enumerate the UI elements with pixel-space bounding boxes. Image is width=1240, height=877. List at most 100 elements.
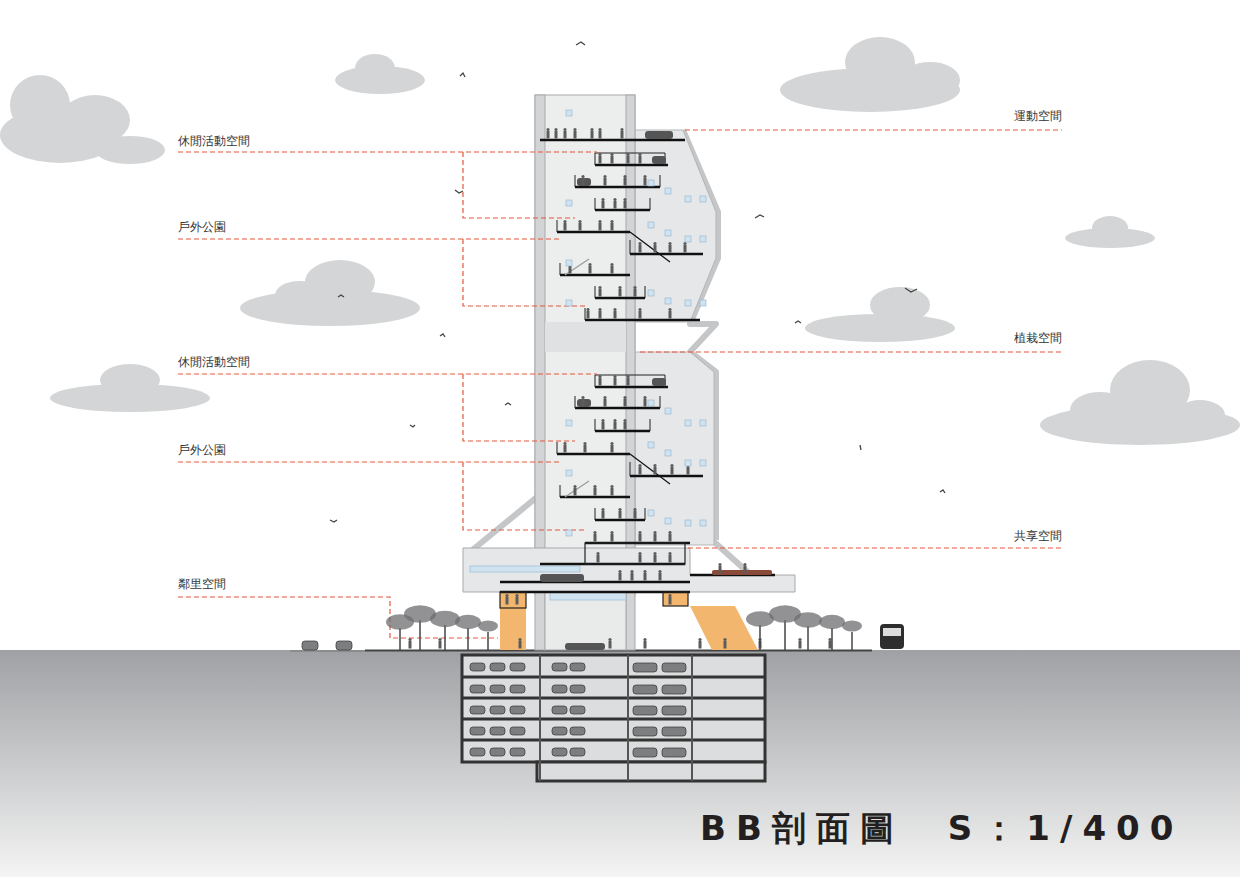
- window: [665, 230, 671, 236]
- person-head: [608, 638, 611, 641]
- person-head: [603, 175, 606, 178]
- person: [638, 153, 641, 164]
- person-head: [623, 396, 626, 399]
- window: [685, 420, 691, 426]
- person-body: [516, 597, 519, 605]
- person: [613, 375, 616, 386]
- lobby: [545, 592, 626, 650]
- leader-line: [178, 373, 597, 374]
- window: [685, 236, 691, 242]
- person-body: [669, 555, 672, 563]
- person-head: [408, 638, 411, 641]
- window: [700, 236, 706, 242]
- person: [670, 464, 673, 475]
- bird: [940, 490, 945, 493]
- person-head: [658, 570, 661, 573]
- person-body: [614, 378, 617, 386]
- car: [633, 663, 657, 672]
- person: [623, 419, 626, 430]
- window: [685, 520, 691, 526]
- person-body: [654, 245, 657, 253]
- slab: [462, 697, 765, 700]
- person-body: [627, 156, 630, 164]
- person-body: [602, 201, 605, 209]
- cloud: [780, 37, 960, 112]
- person-body: [699, 641, 702, 649]
- tree-crown: [478, 621, 498, 632]
- slab: [500, 581, 690, 584]
- window: [566, 200, 572, 206]
- planters: [540, 131, 772, 650]
- person-body: [506, 597, 509, 605]
- person-body: [582, 399, 585, 407]
- tree-crown: [842, 621, 862, 632]
- tree-crown: [430, 611, 460, 628]
- person-head: [610, 220, 613, 223]
- car: [490, 685, 505, 693]
- person: [598, 220, 601, 231]
- car: [662, 748, 686, 757]
- tree-trunk: [487, 632, 489, 650]
- person-body: [644, 399, 647, 407]
- stair: [630, 232, 670, 262]
- stair-core: [663, 592, 688, 606]
- tree-crown: [455, 615, 481, 629]
- leader-line: [685, 129, 1062, 130]
- person: [653, 464, 656, 475]
- car: [510, 685, 525, 693]
- person-head: [743, 563, 746, 566]
- slab: [595, 430, 650, 433]
- tree-crown: [794, 612, 822, 627]
- cores: [500, 543, 688, 608]
- person-body: [584, 445, 587, 453]
- person: [581, 175, 584, 186]
- person-body: [799, 641, 802, 649]
- person-body: [654, 534, 657, 542]
- person: [643, 570, 646, 581]
- person-body: [582, 178, 585, 186]
- person-body: [614, 311, 617, 319]
- person-body: [439, 641, 442, 649]
- person: [633, 508, 636, 519]
- leader-line: [178, 238, 560, 239]
- person: [588, 263, 591, 274]
- person-head: [613, 308, 616, 311]
- person: [590, 128, 593, 139]
- tree-trunk: [807, 626, 809, 650]
- person: [593, 485, 596, 496]
- people: [408, 128, 831, 649]
- person: [623, 175, 626, 186]
- stair-core: [500, 592, 526, 650]
- car: [302, 641, 318, 650]
- person-body: [594, 534, 597, 542]
- person: [610, 485, 613, 496]
- person-body: [634, 511, 637, 519]
- slab: [557, 453, 630, 456]
- window: [566, 420, 572, 426]
- person-head: [563, 442, 566, 445]
- person: [563, 442, 566, 453]
- person-head: [590, 128, 593, 131]
- planter: [652, 378, 666, 386]
- person-body: [654, 555, 657, 563]
- window: [700, 196, 706, 202]
- person-body: [599, 311, 602, 319]
- window: [700, 420, 706, 426]
- person: [603, 396, 606, 407]
- tower-wing: [630, 130, 716, 322]
- person-head: [610, 531, 613, 534]
- person-head: [633, 508, 636, 511]
- window: [648, 510, 654, 516]
- wall: [557, 375, 665, 520]
- leader-line: [463, 462, 585, 530]
- cloud: [1065, 216, 1155, 248]
- space-label: 運動空間: [1014, 109, 1062, 124]
- person-head: [643, 638, 646, 641]
- person-head: [626, 153, 629, 156]
- person-head: [573, 485, 576, 488]
- person: [408, 638, 411, 649]
- person-body: [724, 641, 727, 649]
- person-body: [614, 422, 617, 430]
- wall: [557, 153, 665, 320]
